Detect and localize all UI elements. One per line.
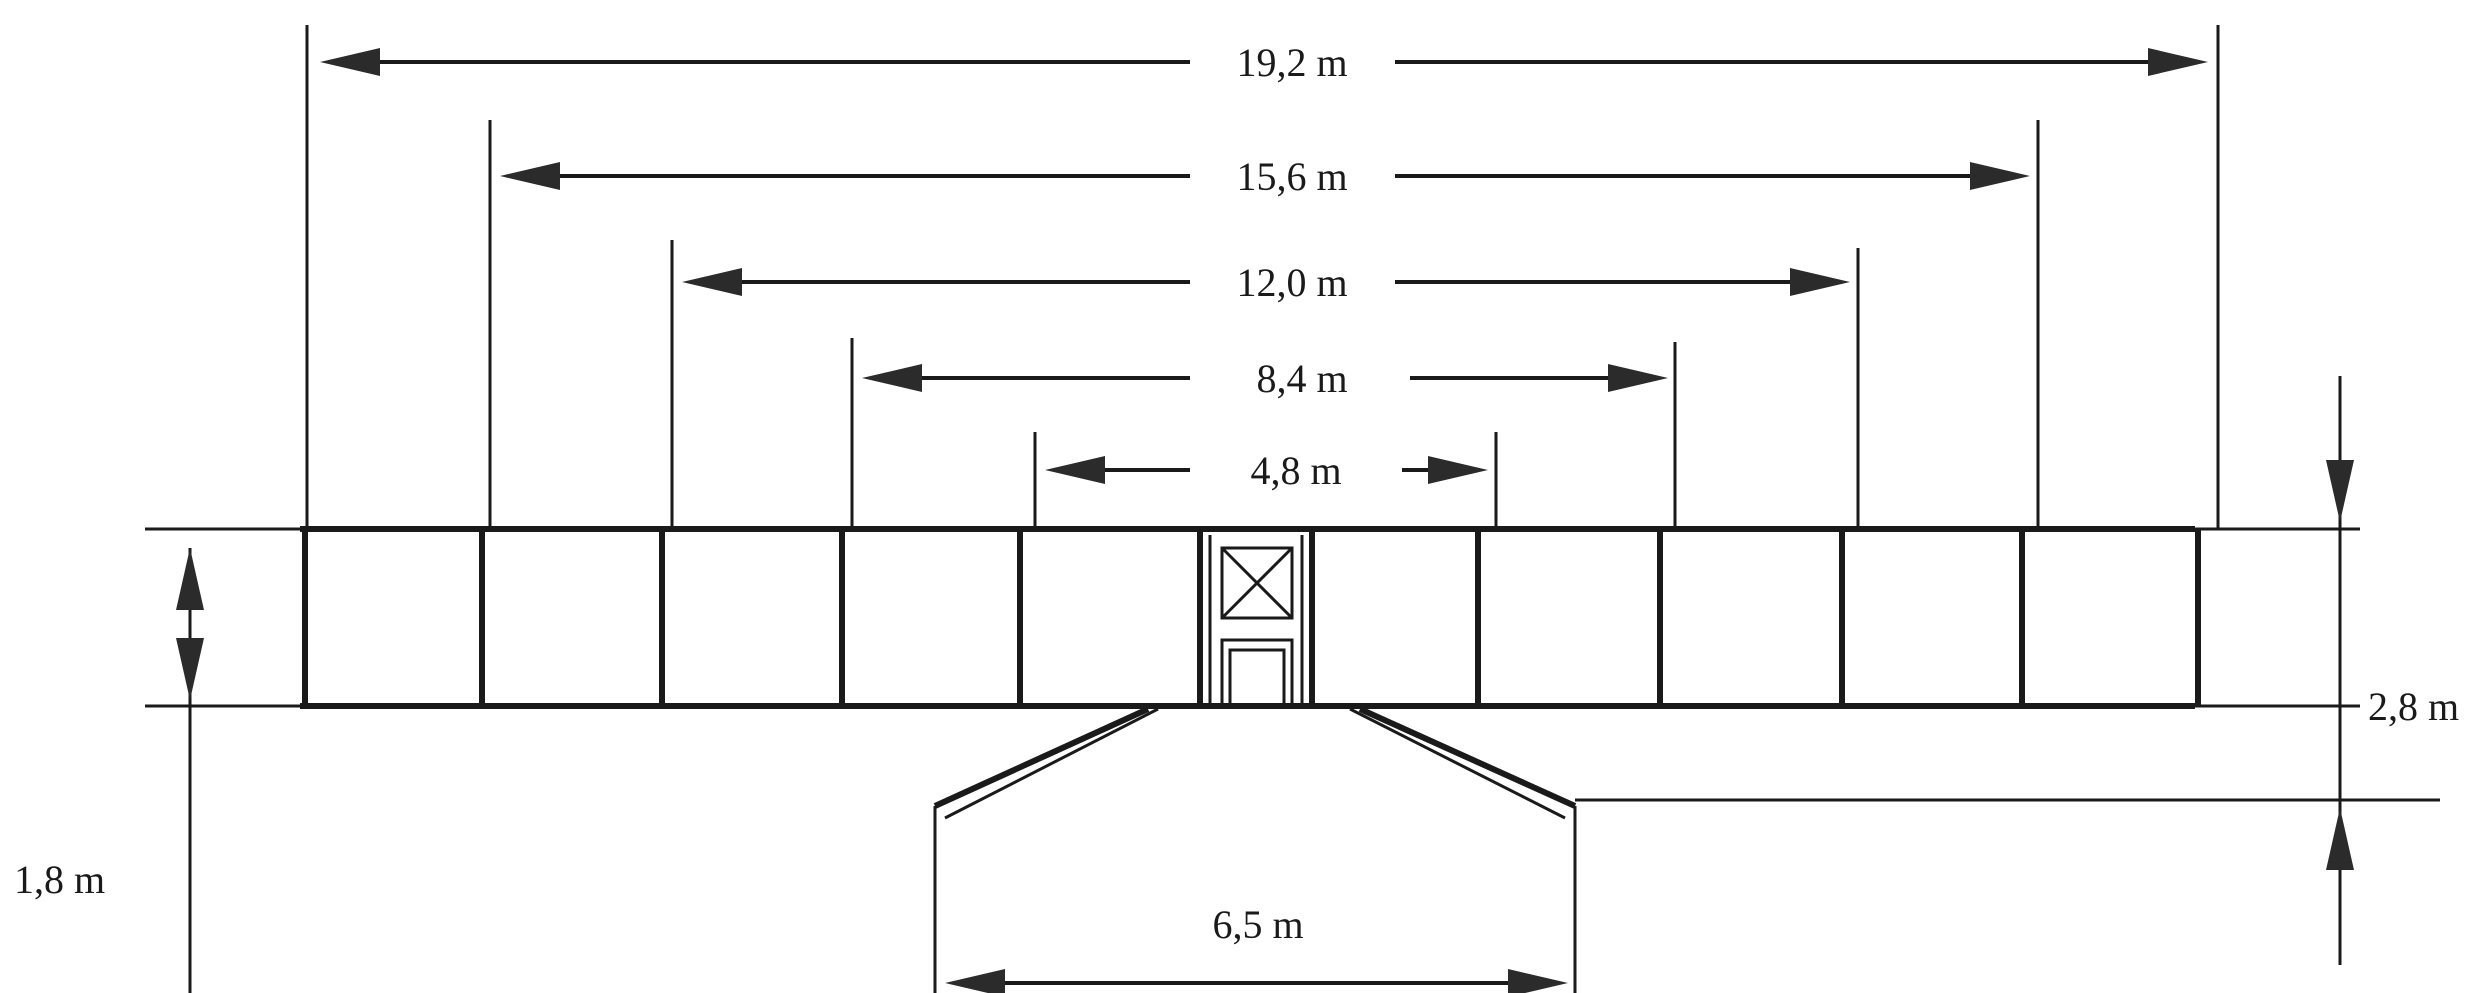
dimension-line-15-6: 15,6 m — [488, 120, 2040, 529]
dimension-label-1-8: 1,8 m — [14, 857, 105, 902]
dimension-line-8-4: 8,4 m — [850, 338, 1677, 529]
arrow-up-icon — [176, 548, 204, 610]
arrow-left-icon — [682, 268, 742, 296]
dimension-line-19-2: 19,2 m — [305, 25, 2220, 529]
arrow-left-icon — [862, 364, 922, 392]
dimension-label-8-4: 8,4 m — [1256, 356, 1347, 401]
arrow-right-icon — [1508, 969, 1568, 993]
dimension-line-4-8: 4,8 m — [1033, 432, 1498, 529]
dimension-line-1-8: 1,8 m — [14, 548, 204, 993]
dimension-label-4-8: 4,8 m — [1250, 448, 1341, 493]
dimension-label-2-8: 2,8 m — [2368, 684, 2459, 729]
dimension-line-2-8: 2,8 m — [2326, 376, 2459, 965]
tower-base — [933, 706, 1577, 993]
arrow-up-icon — [2326, 808, 2354, 870]
arrow-right-icon — [2148, 48, 2208, 76]
dimension-label-12-0: 12,0 m — [1236, 260, 1347, 305]
arrow-right-icon — [1970, 162, 2030, 190]
arrow-left-icon — [1045, 456, 1105, 484]
arrow-right-icon — [1608, 364, 1668, 392]
arrow-left-icon — [500, 162, 560, 190]
dimension-label-15-6: 15,6 m — [1236, 154, 1347, 199]
arrow-left-icon — [945, 969, 1005, 993]
dimension-line-12-0: 12,0 m — [670, 240, 1860, 529]
dimension-label-6-5: 6,5 m — [1212, 902, 1303, 947]
arrow-down-icon — [176, 638, 204, 700]
arrow-down-icon — [2326, 460, 2354, 522]
dimension-line-6-5: 6,5 m — [945, 902, 1568, 993]
dimension-label-19-2: 19,2 m — [1236, 40, 1347, 85]
center-pivot-box — [1197, 529, 1315, 708]
arrow-left-icon — [320, 48, 380, 76]
arrow-right-icon — [1428, 456, 1488, 484]
arrow-right-icon — [1790, 268, 1850, 296]
